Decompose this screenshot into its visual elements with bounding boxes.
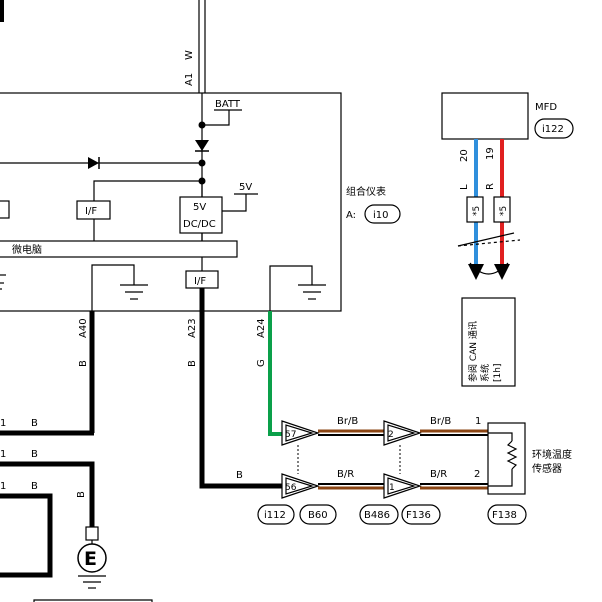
twist-line-1 [457,232,515,247]
left-wire-2 [0,461,95,527]
twist-line-2 [457,239,521,247]
wire-brb-2-label: Br/B [430,416,451,427]
connector-57: 57 [281,420,320,446]
mfd-name: MFD [535,102,557,113]
left-wire-3 [0,493,53,578]
wire-a24-color: G [256,359,267,367]
mfd-color-r: R [485,183,496,190]
wire-a24-green [268,311,282,436]
v5-label: 5V [239,182,252,193]
wire-a40-color: B [78,360,89,367]
svg-text:F136: F136 [406,510,431,521]
ground-wire-color: B [76,491,87,498]
sensor-pin-2: 2 [474,469,480,480]
connector-56-pin: 56 [285,483,297,493]
connector-badge-b60: B60 [299,504,337,525]
mfd-connector-badge [534,118,574,139]
wire-a40-pin: A40 [78,318,89,338]
svg-text:i112: i112 [264,510,286,521]
mfd-color-l: L [459,184,470,190]
ground-symbol-2 [298,284,326,300]
combination-meter-box [0,92,342,312]
bottom-partial-box [33,599,153,602]
dcdc-box [179,196,223,234]
ground-connector [85,526,99,541]
wire-br-2 [420,483,488,490]
mfd-mark-box-1 [466,196,484,223]
left-wire-1-color: B [31,418,38,429]
sensor-name-1: 环境温度 [532,448,572,461]
batt-label: BATT [215,99,241,110]
mfd-mark-1: *5 [472,206,482,216]
left-wire-1-num: 1 [0,418,6,429]
wire-brb-2 [420,429,488,436]
mfd-connector-label: i122 [542,124,564,135]
wire-a23-color: B [187,360,198,367]
meter-connector-badge [364,204,401,224]
dcdc-label-2: DC/DC [183,219,216,230]
connector-badge-f138: F138 [487,504,527,525]
can-reference-box [461,297,516,387]
thermistor-icon [488,432,518,487]
top-wire-color: W [184,50,195,60]
connector-2-b486: 2 [383,420,422,446]
meter-connector-label: i10 [373,210,389,221]
wire-br-2-label: B/R [430,469,447,480]
wire-a23 [199,288,282,489]
sensor-name-2: 传感器 [532,462,562,475]
ground-symbol-e [78,575,106,589]
connector-56: 56 [281,473,320,499]
ground-symbol-1 [120,284,148,300]
meter-connector-prefix: A: [346,210,356,221]
if-center-label: I/F [194,276,206,287]
wire-a23-pin: A23 [187,318,198,338]
wire-brb-1 [318,429,386,436]
connector-1-pin: 1 [389,483,395,493]
left-wire-3-num: 1 [0,481,6,492]
wire-a23-bottom-color: B [236,470,243,481]
connector-badge-f136: F136 [401,504,441,525]
partial-glyph [0,0,4,22]
mfd-arrow-l [468,264,484,280]
sensor-pin-1: 1 [475,416,481,427]
top-wire-pin: A1 [184,73,195,86]
connector-badge-b486: B486 [359,504,399,525]
wire-a24-pin: A24 [256,318,267,338]
mfd-pin-20: 20 [459,149,470,162]
mfd-arrow-curve [469,262,509,275]
top-white-wire [198,0,206,93]
svg-text:F138: F138 [492,510,517,521]
ground-e-label: E [84,548,97,570]
mfd-pin-19: 19 [485,147,496,160]
connector-2-pin: 2 [388,430,394,440]
svg-text:B60: B60 [308,510,328,521]
microcomputer-label: 微电脑 [12,243,42,256]
diode-horizontal [88,157,99,169]
can-reference-text: 参阅 CAN 通讯 系统 [1h] [467,318,503,382]
left-wire-2-num: 1 [0,449,6,460]
wire-brb-1-label: Br/B [337,416,358,427]
partial-box-left [0,200,10,219]
wire-br-1-label: B/R [337,469,354,480]
left-wire-3-color: B [31,481,38,492]
diode-vertical [195,140,209,151]
microcomputer-box [0,240,238,258]
meter-name: 组合仪表 [346,185,386,198]
svg-text:B486: B486 [364,510,390,521]
mfd-mark-2: *5 [499,206,509,216]
connector-1-f136: 1 [383,473,422,499]
wire-br-1 [318,483,386,490]
connector-badge-i112: i112 [257,504,295,525]
connector-57-pin: 57 [285,430,296,440]
left-ground-partial [0,274,6,290]
left-wire-2-color: B [31,449,38,460]
sensor-box [487,422,526,495]
mfd-arrow-r [494,264,510,280]
mfd-mark-box-2 [493,196,511,223]
mfd-box [441,92,529,140]
dcdc-label-1: 5V [193,202,206,213]
if-left-label: I/F [85,206,97,217]
